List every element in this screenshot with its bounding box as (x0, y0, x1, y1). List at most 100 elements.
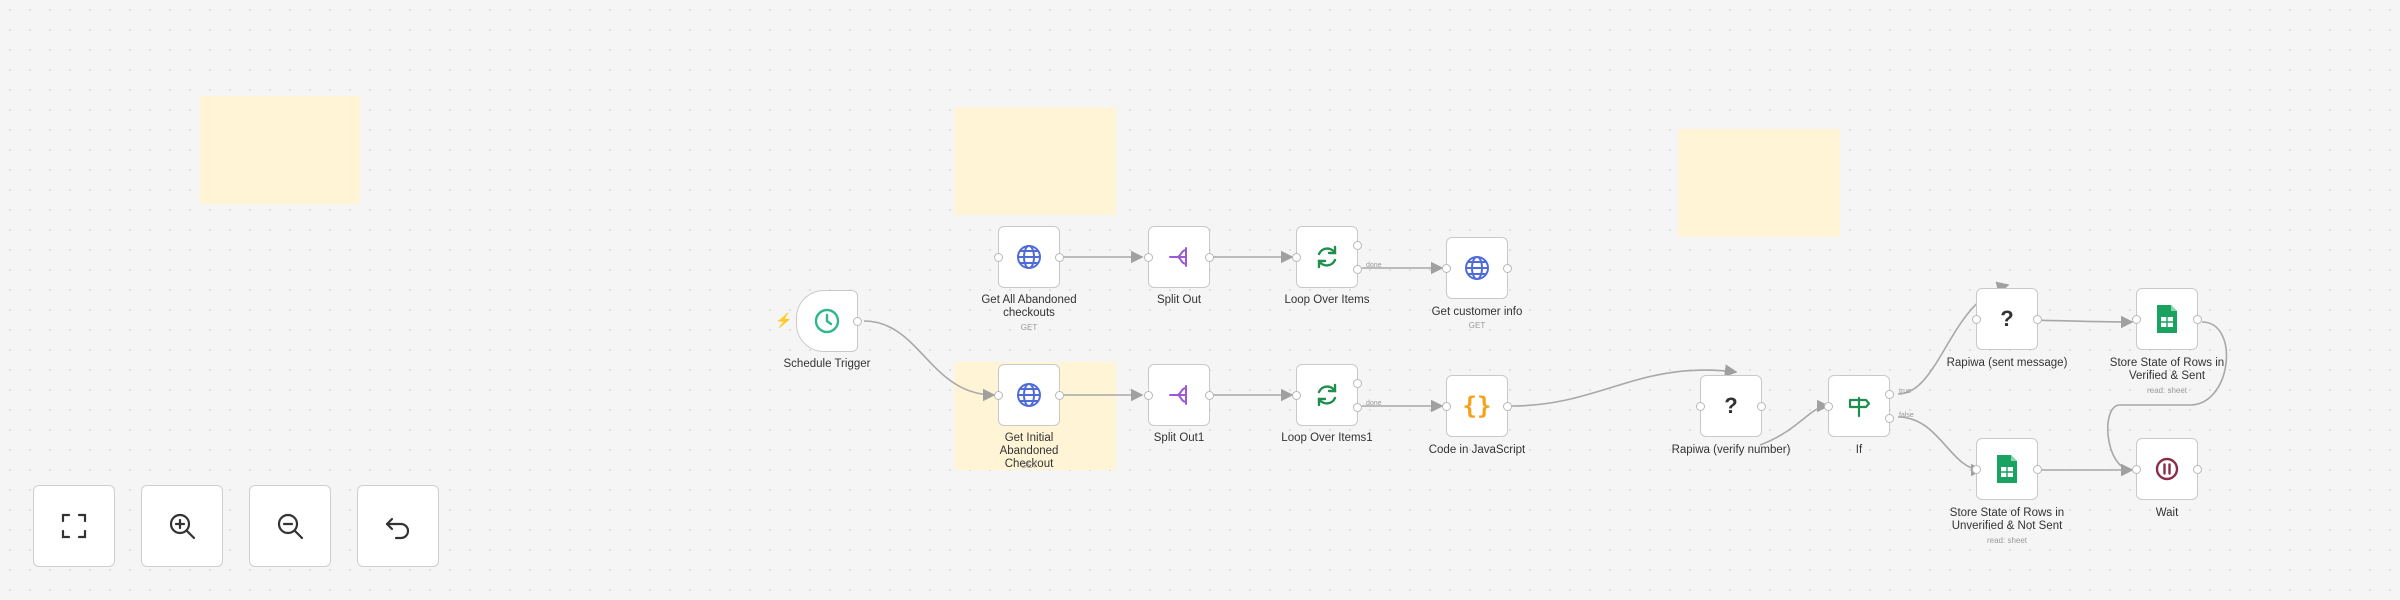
output-port[interactable] (1205, 391, 1214, 400)
input-port[interactable] (1292, 253, 1301, 262)
output-port[interactable] (1503, 402, 1512, 411)
globe-icon (1017, 383, 1041, 407)
get-initial-abandoned-node[interactable] (994, 364, 1064, 426)
sheets-icon (1997, 455, 2017, 483)
reset-zoom-button[interactable] (357, 485, 439, 567)
output-port[interactable] (1757, 402, 1766, 411)
sticky-note[interactable] (200, 96, 360, 204)
output-port[interactable] (1205, 253, 1214, 262)
clock-icon (814, 308, 840, 334)
fit-view-icon (61, 513, 87, 539)
output-port[interactable] (2033, 465, 2042, 474)
rapiwa-sent-node[interactable]: ? (1972, 288, 2042, 350)
code-braces-icon: {} (1462, 392, 1492, 420)
sheets-icon (2157, 305, 2177, 333)
loop-over-items1-node[interactable] (1292, 364, 1362, 426)
input-port[interactable] (1442, 264, 1451, 273)
output-port-done[interactable] (1353, 241, 1362, 250)
node-label: Rapiwa (sent message) (1946, 357, 2068, 369)
node-label: Split Out (1156, 294, 1202, 306)
node-subtitle: read: sheet (1986, 536, 2028, 545)
split-icon (1169, 385, 1187, 405)
globe-icon (1465, 256, 1489, 280)
store-verified-node[interactable] (2132, 288, 2202, 350)
pause-icon (2155, 457, 2179, 481)
store-unverified-node[interactable] (1972, 438, 2042, 500)
false-tag: false (1899, 412, 1914, 419)
node-label: Get Initial Abandoned Checkout (999, 432, 1059, 470)
zoom-out-button[interactable] (249, 485, 331, 567)
connection (863, 320, 996, 402)
output-port-loop[interactable] (1353, 265, 1362, 274)
get-customer-info-node[interactable] (1442, 237, 1512, 299)
question-icon: ? (1724, 393, 1738, 418)
input-port[interactable] (1144, 253, 1153, 262)
loop-over-items-node[interactable] (1292, 226, 1362, 288)
node-label: If (1855, 444, 1863, 456)
output-port[interactable] (853, 317, 862, 326)
sticky-note[interactable] (954, 107, 1116, 215)
node-subtitle: read: sheet (2146, 386, 2188, 395)
question-icon: ? (2000, 306, 2014, 331)
input-port[interactable] (2132, 465, 2141, 474)
input-port[interactable] (1144, 391, 1153, 400)
trigger-bolt-icon: ⚡ (775, 312, 793, 328)
true-tag: true (1899, 388, 1912, 395)
output-port-false[interactable] (1885, 414, 1894, 423)
rapiwa-verify-node[interactable]: ? (1696, 375, 1766, 437)
node-label: Store State of Rows in Unverified & Not … (1949, 507, 2065, 532)
input-port[interactable] (994, 253, 1003, 262)
split-out-node[interactable] (1144, 226, 1214, 288)
zoom-in-icon (169, 513, 196, 540)
output-port-true[interactable] (1885, 390, 1894, 399)
code-javascript-node[interactable]: {} (1442, 375, 1512, 437)
globe-icon (1017, 245, 1041, 269)
connection (1511, 364, 1738, 407)
output-port[interactable] (1503, 264, 1512, 273)
sticky-note[interactable] (1678, 129, 1840, 237)
node-label: Split Out1 (1153, 432, 1205, 444)
node-label: Wait (2155, 507, 2179, 519)
if-node[interactable] (1824, 375, 1894, 437)
input-port[interactable] (1442, 402, 1451, 411)
zoom-in-button[interactable] (141, 485, 223, 567)
input-port[interactable] (1824, 402, 1833, 411)
signpost-icon (1848, 396, 1871, 418)
input-port[interactable] (994, 391, 1003, 400)
input-port[interactable] (2132, 315, 2141, 324)
output-port[interactable] (1055, 253, 1064, 262)
split-icon (1169, 247, 1187, 267)
done-tag: done (1366, 400, 1382, 407)
input-port[interactable] (1972, 315, 1981, 324)
node-label: Loop Over Items1 (1281, 432, 1373, 444)
split-out1-node[interactable] (1144, 364, 1214, 426)
wait-node[interactable] (2132, 438, 2202, 500)
undo-icon (385, 517, 410, 540)
output-port[interactable] (2033, 315, 2042, 324)
node-label: Code in JavaScript (1428, 444, 1526, 456)
node-label: Rapiwa (verify number) (1671, 444, 1791, 456)
node-label: Get customer info (1431, 306, 1523, 318)
loop-icon (1317, 245, 1337, 269)
input-port[interactable] (1972, 465, 1981, 474)
connection (1759, 399, 1830, 446)
node-label: Loop Over Items (1284, 294, 1370, 306)
node-label: Store State of Rows in Verified & Sent (2109, 357, 2225, 382)
zoom-out-icon (277, 513, 304, 540)
output-port[interactable] (2193, 315, 2202, 324)
connection (2107, 321, 2228, 477)
get-all-abandoned-node[interactable] (994, 226, 1064, 288)
node-subtitle: GET (1468, 321, 1486, 330)
output-port-done[interactable] (1353, 379, 1362, 388)
output-port[interactable] (2193, 465, 2202, 474)
node-label: Schedule Trigger (783, 358, 871, 370)
output-port-loop[interactable] (1353, 403, 1362, 412)
fit-view-button[interactable] (33, 485, 115, 567)
schedule-trigger-node[interactable] (796, 290, 862, 352)
output-port[interactable] (1055, 391, 1064, 400)
loop-icon (1317, 383, 1337, 407)
input-port[interactable] (1292, 391, 1301, 400)
input-port[interactable] (1696, 402, 1705, 411)
done-tag: done (1366, 262, 1382, 269)
node-label: Get All Abandoned checkouts (981, 294, 1077, 319)
